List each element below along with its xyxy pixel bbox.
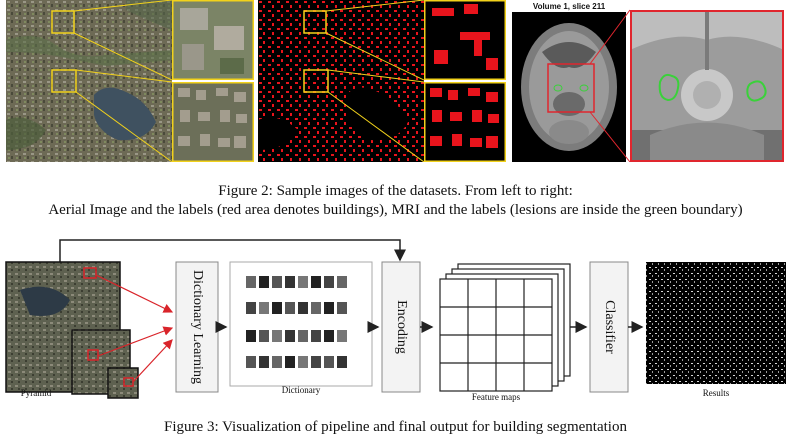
pipeline-diagram [5, 239, 786, 399]
dictionary-learning-label: Dictionary Learning [190, 270, 205, 384]
figure-3-caption: Figure 3: Visualization of pipeline and … [164, 419, 627, 435]
figure-3: Dictionary Learning Encoding Classifier … [0, 230, 791, 446]
results-label: Results [702, 388, 730, 398]
figure-2: Volume 1, slice 211 Figure 2: Sample ima… [0, 0, 791, 222]
label-zoom-bottom [424, 82, 506, 162]
skip-connection-arrow [59, 239, 406, 262]
encoding-label: Encoding [394, 300, 409, 354]
pyramid-images [5, 261, 139, 399]
dictionary-atoms [246, 276, 347, 368]
lesion-left-outline [658, 73, 680, 102]
encoding-box [381, 261, 421, 393]
aerial-image [6, 0, 172, 162]
figure-2-caption-line-1: Figure 2: Sample images of the datasets.… [218, 183, 573, 199]
mri-connector-lines [590, 9, 631, 162]
figure-2-caption-line-2: Aerial Image and the labels (red area de… [48, 202, 743, 218]
results-image [646, 262, 786, 384]
aerial-zoom-bottom [172, 82, 254, 162]
label-zoom-top [424, 0, 506, 80]
mri-panel: Volume 1, slice 211 [510, 0, 628, 162]
feature-maps-label: Feature maps [471, 392, 521, 402]
mri-image [512, 12, 626, 162]
classifier-label: Classifier [602, 300, 617, 354]
dictionary-learning-box [175, 261, 219, 393]
lesion-right-outline [746, 80, 767, 102]
classifier-box [589, 261, 629, 393]
dictionary-label: Dictionary [281, 385, 321, 395]
pyramid-label: Pyramid [20, 388, 52, 398]
aerial-zoom-top [172, 0, 254, 80]
mri-header: Volume 1, slice 211 [532, 2, 606, 11]
mri-zoom [630, 10, 784, 162]
building-label-map [258, 0, 424, 162]
feature-maps-stack [439, 263, 571, 392]
